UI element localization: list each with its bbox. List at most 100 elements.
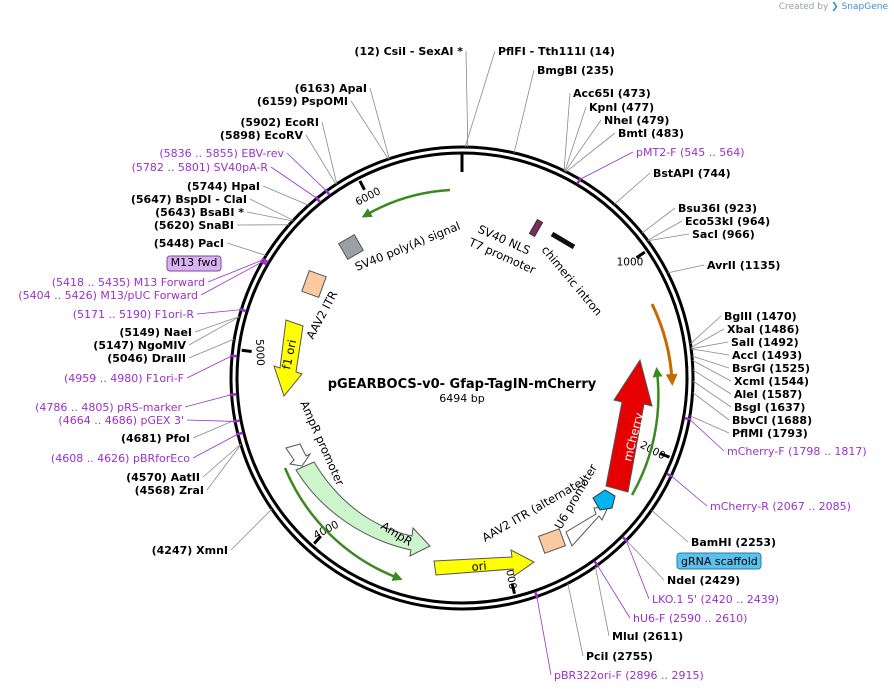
leader-line (188, 316, 240, 346)
primer-site-mark (261, 257, 269, 264)
leader-line (369, 87, 390, 159)
scale-tick (358, 180, 366, 191)
primer-site-mark (593, 560, 600, 568)
thin-arrow-sv40 (361, 188, 451, 218)
feature-label-f1-ori: f1 ori (279, 338, 299, 370)
enzyme-label-ngomiv: (5147) NgoMIV (93, 339, 186, 352)
primer-site-mark (235, 431, 244, 436)
leader-line (614, 172, 651, 205)
enzyme-label-xcmi: XcmI (1544) (734, 375, 809, 388)
primer-label-hu6-f: hU6-F (2590 .. 2610) (633, 612, 747, 625)
primer-label-m13-puc-forward: (5404 .. 5426) M13/pUC Forward (18, 289, 198, 302)
enzyme-label-zrai: (4568) ZraI (135, 484, 204, 497)
thin-arrow-mcherry (630, 367, 663, 496)
enzyme-label-paci: (5448) PacI (154, 237, 224, 250)
scale-tick (313, 535, 322, 545)
primer-label-f1ori-f: (4959 .. 4980) F1ori-F (64, 372, 184, 385)
primer-label-f1ori-r: (5171 .. 5190) F1ori-R (73, 308, 195, 321)
enzyme-label-bspdi-clai: (5647) BspDI - ClaI (131, 193, 247, 206)
primer-site-mark (314, 195, 322, 203)
leader-line (226, 242, 267, 256)
primer-site-mark (621, 536, 629, 543)
enzyme-label-bmgbi: BmgBI (235) (537, 64, 614, 77)
enzyme-label-ecorv: (5898) EcoRV (220, 129, 304, 142)
primer-label-pbrforeco: (4608 .. 4626) pBRforEco (51, 452, 190, 465)
leader-line (262, 185, 309, 206)
tag-label-m13-fwd: M13 fwd (171, 256, 218, 269)
primer-site-mark (259, 259, 268, 266)
aav2-itr-box (301, 269, 327, 299)
credit-brand: SnapGene (841, 2, 888, 12)
primer-label-mcherry-r: mCherry-R (2067 .. 2085) (710, 500, 851, 513)
primer-label-ebv-rev: (5836 .. 5855) EBV-rev (159, 147, 284, 160)
grna-scaffold-tag-box (676, 552, 762, 570)
snapgene-logo-icon: ❯ (831, 2, 839, 12)
enzyme-label-acc65i: Acc65I (473) (573, 87, 651, 100)
enzyme-label-aatii: (4570) AatII (126, 471, 200, 484)
enzyme-label-bmti: BmtI (483) (618, 127, 684, 140)
enzyme-label-alei: AleI (1587) (734, 388, 802, 401)
enzyme-label-nhei: NheI (479) (604, 114, 669, 127)
feature-label-sv40-polya: SV40 poly(A) signal (353, 219, 462, 274)
enzyme-label-bbvci: BbvCI (1688) (732, 414, 812, 427)
primer-site-mark (229, 393, 237, 397)
enzyme-label-bstapi: BstAPI (744) (653, 167, 731, 180)
leader-line (625, 540, 650, 600)
leader-line (594, 566, 610, 637)
leader-line (626, 540, 665, 581)
primer-site-mark (324, 188, 331, 196)
leader-line (564, 119, 602, 172)
enzyme-label-pflmi: PflMI (1793) (732, 427, 808, 440)
leader-line (206, 444, 242, 491)
leader-line (690, 315, 722, 345)
enzyme-label-saci: SacI (966) (692, 228, 755, 241)
site-marks (229, 177, 692, 599)
leader-line (246, 211, 293, 222)
primer-site-mark (232, 419, 241, 424)
primer-site-mark (229, 354, 238, 358)
enzyme-label-xbai: XbaI (1486) (727, 323, 799, 336)
leader-line (184, 394, 232, 408)
plasmid-title: pGEARBOCS-v0- Gfap-TagIN-mCherry (328, 377, 597, 392)
leader-line (207, 259, 264, 283)
enzyme-label-hpai: (5744) HpaI (187, 180, 260, 193)
leader-line (536, 596, 552, 676)
thin-arrow-orange (650, 303, 678, 386)
scale-tick-label: 5000 (253, 339, 266, 366)
leader-line (563, 92, 571, 171)
scale-tick (241, 348, 252, 353)
aav2-itr-alternate-box (537, 528, 567, 554)
leader-line (647, 220, 683, 241)
leader-line (692, 359, 732, 382)
site-labels: (12) CsiI - SexAI *PflFI - Tth111I (14)B… (18, 45, 866, 682)
enzyme-label-bsabi: (5643) BsaBI * (155, 206, 244, 219)
features (273, 188, 678, 581)
leader-line (202, 443, 241, 478)
t7-promoter-bar (550, 231, 576, 250)
leader-line (465, 50, 469, 148)
leader-line (689, 415, 730, 434)
sv40-polya-box (338, 234, 364, 260)
leader-line (194, 316, 240, 333)
leader-line (464, 50, 496, 148)
enzyme-label-sali: SalI (1492) (731, 336, 799, 349)
mcherry-arrow (605, 358, 653, 493)
leader-line (689, 418, 725, 452)
leader-line (691, 355, 730, 369)
tag-label-grna-scaffold: gRNA scaffold (681, 555, 758, 568)
leader-line (186, 419, 236, 422)
feature-label-chimeric-intron: chimeric intron (539, 243, 606, 318)
scale-tick-label: 1000 (617, 256, 644, 268)
enzyme-label-kpni: KpnI (477) (589, 101, 654, 114)
leader-line (691, 341, 729, 350)
primer-label-sv40pa-r: (5782 .. 5801) SV40pA-R (132, 161, 269, 174)
primer-label-pbr322ori-f: pBR322ori-F (2896 .. 2915) (554, 669, 704, 682)
leader-line (286, 152, 327, 192)
enzyme-label-bamhi: BamHI (2253) (691, 536, 776, 549)
leader-line (567, 583, 584, 657)
m13-fwd-tag-box (166, 255, 222, 272)
leader-line (196, 309, 242, 315)
primer-label-m13-forward: (5418 .. 5435) M13 Forward (52, 276, 205, 289)
leader-line (647, 233, 690, 242)
leader-line (691, 348, 730, 356)
